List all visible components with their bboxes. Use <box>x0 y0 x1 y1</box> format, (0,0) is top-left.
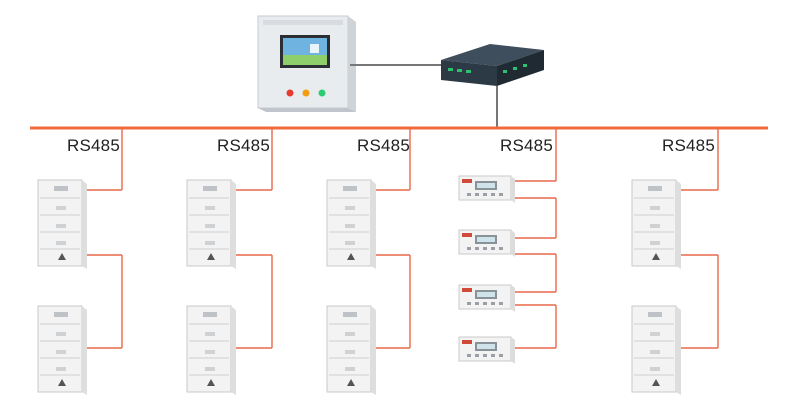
link-lines <box>87 128 719 349</box>
monitoring-host-panel <box>257 15 356 112</box>
rs485-label-5: RS485 <box>662 136 715 155</box>
panel-button-green <box>318 89 326 97</box>
meter-cabinet-top-3 <box>326 179 376 269</box>
rs485-label-1: RS485 <box>67 136 120 155</box>
network-switch <box>441 44 544 86</box>
meter-cabinet-top-1 <box>37 179 87 269</box>
multifunction-meter-2 <box>458 229 515 257</box>
meter-cabinet-top-2 <box>186 179 236 269</box>
panel-button-red <box>286 89 294 97</box>
rs485-label-2: RS485 <box>217 136 270 155</box>
rs485-label-4: RS485 <box>500 136 553 155</box>
multifunction-meter-3 <box>458 284 515 312</box>
field-devices <box>37 175 681 395</box>
panel-button-orange <box>302 89 310 97</box>
meter-cabinet-bottom-1 <box>37 305 87 395</box>
rs485-label-3: RS485 <box>357 136 410 155</box>
meter-cabinet-bottom-2 <box>186 305 236 395</box>
meter-cabinet-bottom-4 <box>631 305 681 395</box>
multifunction-meter-1 <box>458 175 515 203</box>
meter-cabinet-bottom-3 <box>326 305 376 395</box>
multifunction-meter-4 <box>458 336 515 364</box>
meter-cabinet-top-4 <box>631 179 681 269</box>
